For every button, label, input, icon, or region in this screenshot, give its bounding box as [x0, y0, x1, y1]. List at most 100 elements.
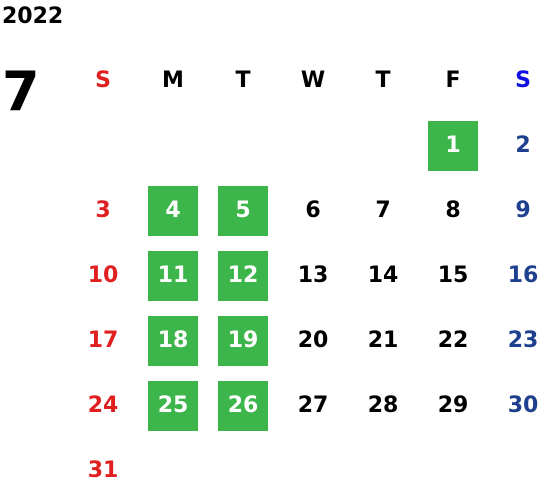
weekday-header-tue: T	[208, 48, 278, 113]
day-number: 29	[437, 393, 469, 418]
day-number	[218, 121, 268, 171]
calendar-day-30[interactable]: 30	[488, 373, 548, 438]
day-number: 7	[375, 198, 391, 223]
weekday-header-sat: S	[488, 48, 548, 113]
calendar-empty-cell	[348, 113, 418, 178]
day-number: 17	[87, 328, 119, 353]
calendar-day-15[interactable]: 15	[418, 243, 488, 308]
calendar-empty-cell	[68, 113, 138, 178]
day-number: 31	[87, 458, 119, 483]
calendar-day-4[interactable]: 4	[138, 178, 208, 243]
calendar-day-8[interactable]: 8	[418, 178, 488, 243]
calendar-day-13[interactable]: 13	[278, 243, 348, 308]
day-number: 9	[515, 198, 531, 223]
calendar-day-27[interactable]: 27	[278, 373, 348, 438]
calendar-day-7[interactable]: 7	[348, 178, 418, 243]
weekday-label: T	[375, 68, 391, 93]
day-number: 4	[148, 185, 198, 236]
day-number: 14	[367, 263, 399, 288]
day-number: 2	[515, 133, 531, 158]
calendar-day-17[interactable]: 17	[68, 308, 138, 373]
day-number: 16	[507, 263, 539, 288]
day-number	[78, 121, 128, 171]
day-number: 24	[87, 393, 119, 418]
day-number: 20	[297, 328, 329, 353]
calendar-day-18[interactable]: 18	[138, 308, 208, 373]
calendar-day-25[interactable]: 25	[138, 373, 208, 438]
weekday-label: S	[515, 68, 531, 93]
weekday-label: M	[162, 68, 184, 93]
calendar-day-11[interactable]: 11	[138, 243, 208, 308]
day-number: 6	[305, 198, 321, 223]
day-number	[288, 121, 338, 171]
weekday-header-fri: F	[418, 48, 488, 113]
day-number: 19	[218, 315, 268, 366]
calendar-empty-cell	[138, 438, 208, 503]
day-number: 12	[218, 250, 268, 301]
weekday-label: T	[235, 68, 251, 93]
weekday-header-thu: T	[348, 48, 418, 113]
calendar-day-28[interactable]: 28	[348, 373, 418, 438]
day-number: 30	[507, 393, 539, 418]
calendar-day-5[interactable]: 5	[208, 178, 278, 243]
calendar-day-3[interactable]: 3	[68, 178, 138, 243]
day-number: 5	[218, 185, 268, 236]
calendar-year: 2022	[2, 4, 64, 29]
day-number	[358, 446, 408, 496]
day-number	[148, 446, 198, 496]
weekday-label: W	[300, 68, 326, 93]
day-number: 25	[148, 380, 198, 431]
weekday-header-sun: S	[68, 48, 138, 113]
calendar-day-16[interactable]: 16	[488, 243, 548, 308]
day-number: 13	[297, 263, 329, 288]
day-number: 22	[437, 328, 469, 353]
calendar-day-19[interactable]: 19	[208, 308, 278, 373]
calendar-empty-cell	[208, 113, 278, 178]
calendar-empty-cell	[418, 438, 488, 503]
day-number: 21	[367, 328, 399, 353]
day-number	[498, 446, 548, 496]
day-number	[288, 446, 338, 496]
calendar-month: 7	[2, 60, 40, 123]
calendar-day-14[interactable]: 14	[348, 243, 418, 308]
calendar-day-23[interactable]: 23	[488, 308, 548, 373]
day-number: 11	[148, 250, 198, 301]
day-number: 1	[428, 120, 478, 171]
calendar-empty-cell	[278, 438, 348, 503]
calendar-empty-cell	[138, 113, 208, 178]
calendar-day-9[interactable]: 9	[488, 178, 548, 243]
day-number	[148, 121, 198, 171]
calendar-day-31[interactable]: 31	[68, 438, 138, 503]
calendar-day-10[interactable]: 10	[68, 243, 138, 308]
calendar-day-24[interactable]: 24	[68, 373, 138, 438]
day-number: 8	[445, 198, 461, 223]
day-number	[218, 446, 268, 496]
calendar-empty-cell	[278, 113, 348, 178]
calendar-day-20[interactable]: 20	[278, 308, 348, 373]
day-number	[358, 121, 408, 171]
day-number: 18	[148, 315, 198, 366]
weekday-label: S	[95, 68, 111, 93]
weekday-header-mon: M	[138, 48, 208, 113]
calendar-day-6[interactable]: 6	[278, 178, 348, 243]
day-number: 26	[218, 380, 268, 431]
day-number: 27	[297, 393, 329, 418]
day-number: 10	[87, 263, 119, 288]
day-number: 15	[437, 263, 469, 288]
day-number	[428, 446, 478, 496]
weekday-label: F	[445, 68, 461, 93]
calendar-empty-cell	[208, 438, 278, 503]
calendar-day-1[interactable]: 1	[418, 113, 488, 178]
day-number: 28	[367, 393, 399, 418]
calendar-day-21[interactable]: 21	[348, 308, 418, 373]
calendar-empty-cell	[488, 438, 548, 503]
day-number: 23	[507, 328, 539, 353]
calendar-day-22[interactable]: 22	[418, 308, 488, 373]
day-number: 3	[95, 198, 111, 223]
calendar-empty-cell	[348, 438, 418, 503]
calendar-day-12[interactable]: 12	[208, 243, 278, 308]
calendar-day-2[interactable]: 2	[488, 113, 548, 178]
weekday-header-wed: W	[278, 48, 348, 113]
calendar-day-26[interactable]: 26	[208, 373, 278, 438]
calendar-day-29[interactable]: 29	[418, 373, 488, 438]
